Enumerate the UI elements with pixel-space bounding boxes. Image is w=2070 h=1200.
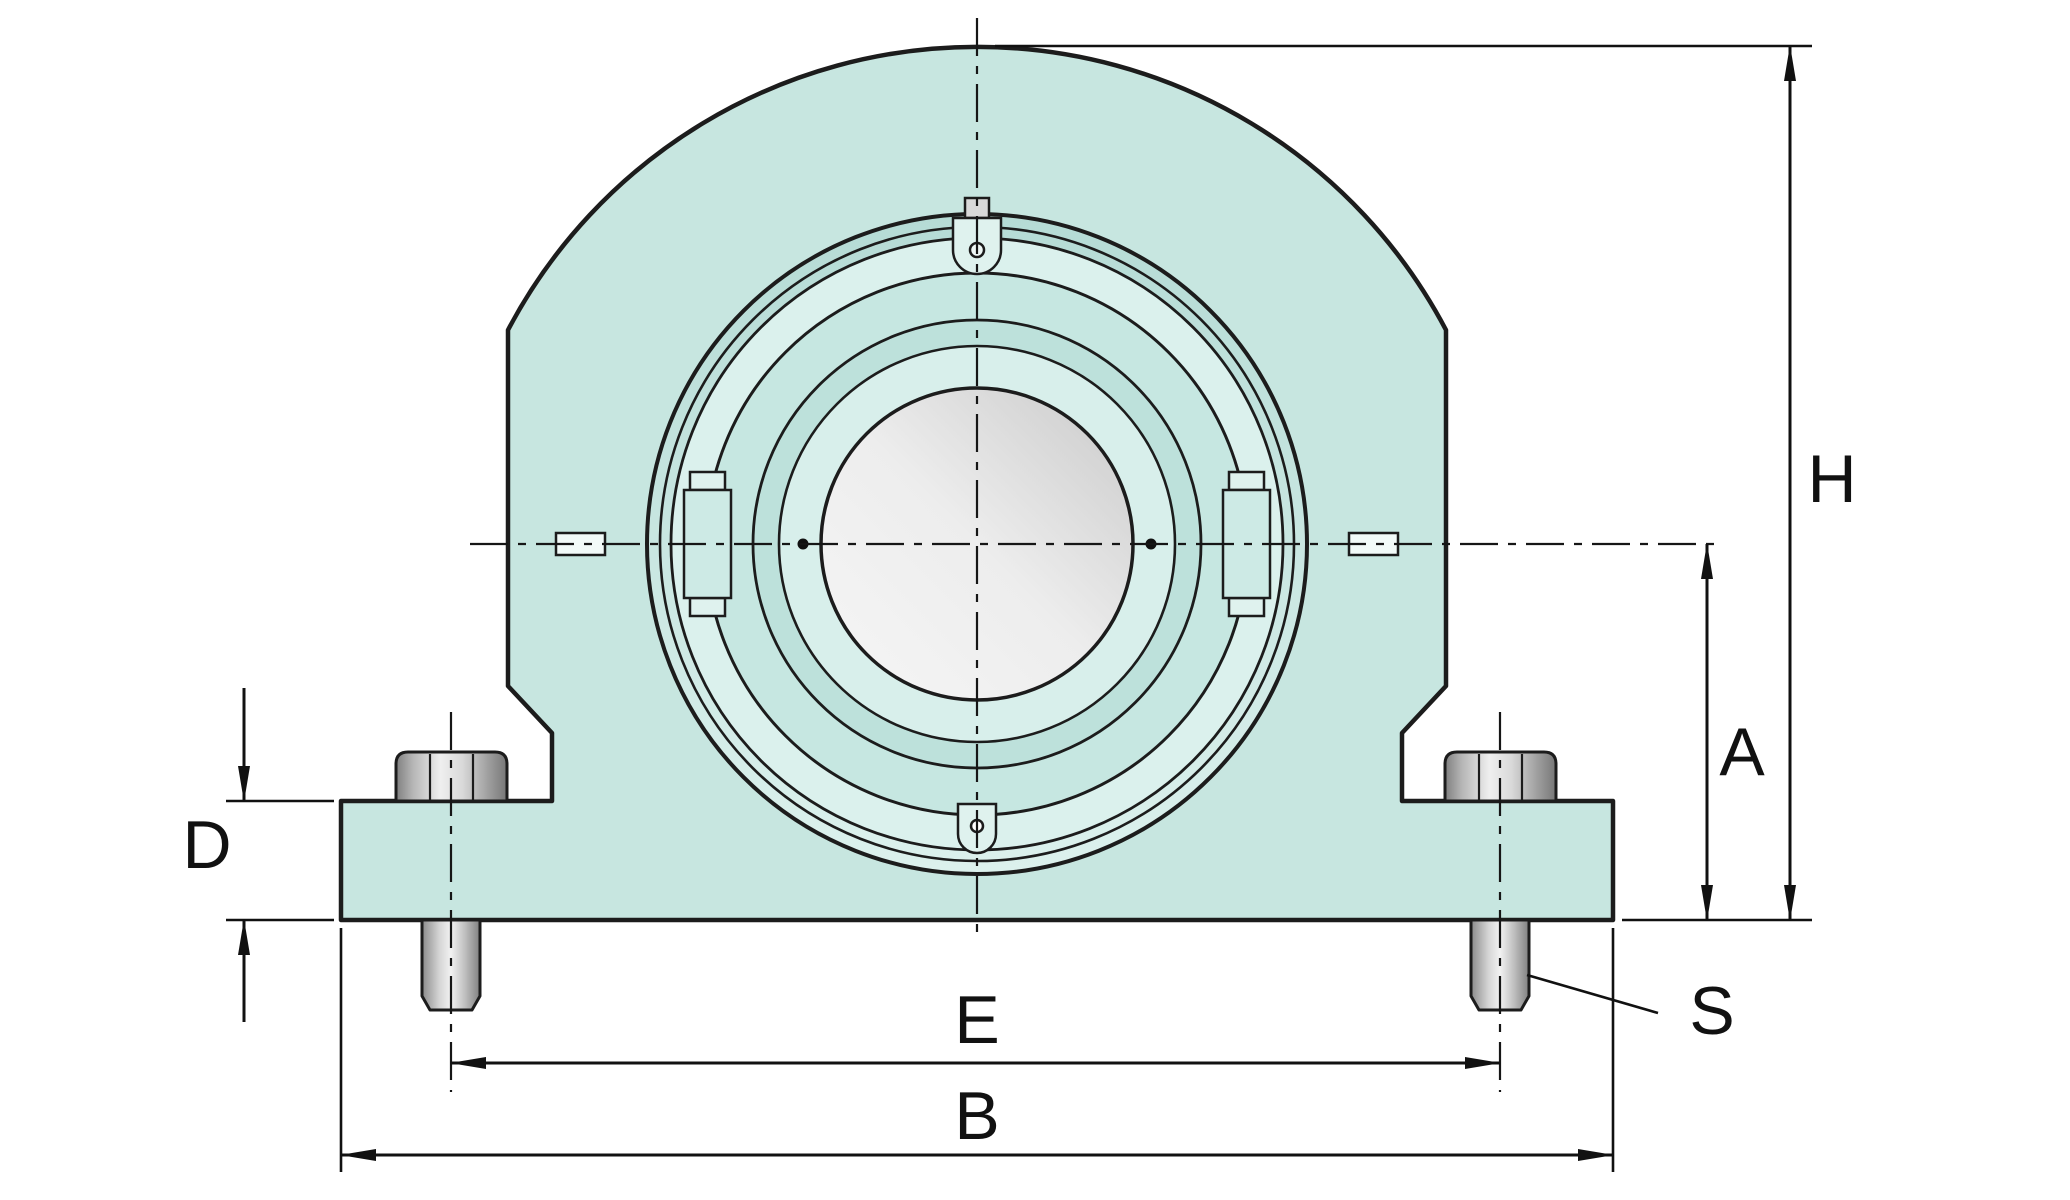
hex-bolt-left	[394, 750, 509, 803]
dim-label-E: E	[954, 982, 999, 1058]
dim-label-S: S	[1689, 973, 1734, 1049]
dim-label-D: D	[182, 807, 231, 883]
hex-bolt-right	[1443, 750, 1558, 803]
dim-label-A: A	[1719, 714, 1765, 790]
dim-label-H: H	[1807, 441, 1856, 517]
leader-line-S	[1526, 973, 1659, 1015]
dim-label-B: B	[954, 1078, 999, 1154]
